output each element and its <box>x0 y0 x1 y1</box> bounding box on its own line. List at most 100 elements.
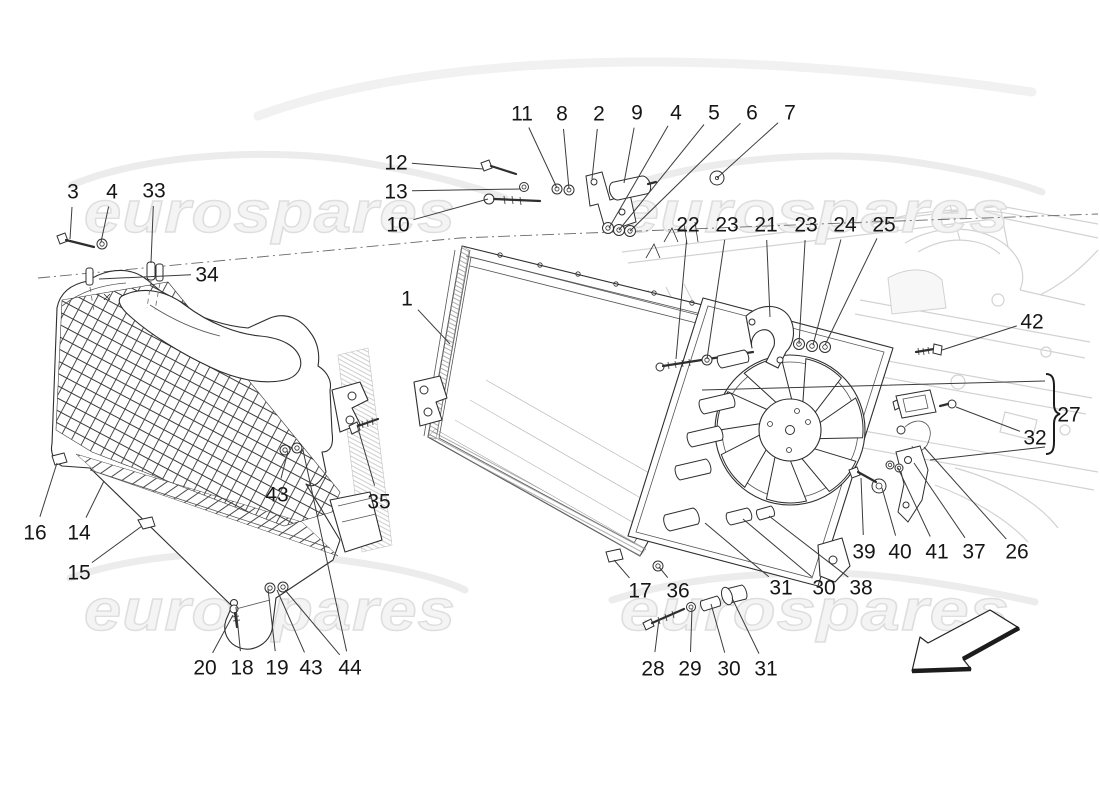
callout-label-43: 43 <box>265 484 288 507</box>
fan-bracket <box>745 305 795 369</box>
callout-label-15: 15 <box>67 562 90 585</box>
leader-line-25 <box>824 238 878 346</box>
callout-label-17: 17 <box>628 580 651 603</box>
leader-line-19 <box>267 588 276 652</box>
air-conveyor-drawing <box>50 263 341 650</box>
leader-line-29 <box>690 608 693 653</box>
locating-pin <box>155 263 164 282</box>
air-scoop <box>118 290 302 383</box>
bolt-28 <box>642 618 655 631</box>
radiator-drawing <box>413 221 773 572</box>
leader-lines <box>39 122 1021 656</box>
callout-label-1: 1 <box>401 288 413 311</box>
callout-label-13: 13 <box>384 181 407 204</box>
leader-line-18 <box>235 606 241 652</box>
callout-label-23: 23 <box>715 214 738 237</box>
centerline <box>37 213 1099 279</box>
direction-arrow <box>911 609 1021 674</box>
washer-29 <box>686 602 696 612</box>
standoff-group <box>655 338 831 532</box>
callout-label-16: 16 <box>23 522 46 545</box>
callout-label-18: 18 <box>230 657 253 680</box>
leader-line-23 <box>706 239 726 360</box>
callout-label-41: 41 <box>925 541 948 564</box>
washer-4 <box>96 238 108 250</box>
callout-label-32: 32 <box>1023 427 1046 450</box>
watermark-text: eurospares <box>620 578 1010 643</box>
watermark-text: eurospares <box>620 180 1010 245</box>
spacer-30b <box>700 595 721 612</box>
side-bracket-lower <box>329 491 383 553</box>
callout-label-42: 42 <box>1020 311 1043 334</box>
callout-label-11: 11 <box>511 103 533 126</box>
callout-label-33: 33 <box>142 180 165 203</box>
callout-label-31: 31 <box>754 658 777 681</box>
leader-line-43 <box>276 589 305 653</box>
leader-line-36 <box>658 566 669 579</box>
callout-label-43: 43 <box>299 657 322 680</box>
conveyor-fastener-group <box>51 417 380 629</box>
callout-label-23: 23 <box>794 214 817 237</box>
bolt-10-head <box>483 193 495 205</box>
leader-line-43 <box>280 450 289 479</box>
locating-pin <box>85 267 94 286</box>
watermark-bottom-right: eurospares <box>608 569 1039 644</box>
leader-line-35 <box>356 424 376 486</box>
callout-label-22: 22 <box>676 214 699 237</box>
leader-line-2 <box>591 128 598 180</box>
wire-plug <box>896 425 906 435</box>
leader-line-24 <box>812 239 842 346</box>
side-bracket-upper <box>331 381 369 433</box>
leader-line-9 <box>623 127 635 184</box>
leader-line-6 <box>629 122 741 232</box>
callout-label-12: 12 <box>384 152 407 175</box>
leader-line-15 <box>91 525 143 564</box>
washer-13 <box>519 182 529 192</box>
callout-label-31: 31 <box>769 577 792 600</box>
leader-line-17 <box>613 559 630 579</box>
callout-label-24: 24 <box>833 214 857 237</box>
callout-label-30: 30 <box>812 577 835 600</box>
chassis-background <box>253 57 1099 543</box>
grommet-16 <box>51 452 68 466</box>
fan-blades <box>716 357 864 504</box>
leader-line-26 <box>923 446 1007 540</box>
leader-line-4 <box>100 206 110 243</box>
watermark-top-right: eurospares <box>608 152 1046 246</box>
watermark-text: eurospares <box>84 180 456 245</box>
leader-line-16 <box>39 462 58 517</box>
leader-line-12 <box>411 162 484 170</box>
leader-line-31 <box>731 597 760 654</box>
callout-label-2: 2 <box>593 103 605 126</box>
callout-label-9: 9 <box>631 102 643 125</box>
lower-slats <box>75 453 339 557</box>
callout-label-28: 28 <box>641 658 664 681</box>
brace-27 <box>701 373 1061 461</box>
callout-label-20: 20 <box>193 657 216 680</box>
callout-label-44: 44 <box>338 657 362 680</box>
leader-line-34 <box>98 274 192 280</box>
callout-label-21: 21 <box>754 214 777 237</box>
spacer-24 <box>716 349 750 369</box>
callout-label-30: 30 <box>717 658 740 681</box>
callout-label-29: 29 <box>678 658 701 681</box>
leader-line-3 <box>69 206 73 240</box>
rubber-mount <box>608 175 652 201</box>
leader-line-20 <box>212 614 234 654</box>
leader-line-30 <box>710 603 726 653</box>
callout-label-7: 7 <box>784 102 796 125</box>
leader-line-13 <box>411 188 522 192</box>
bolt-39 <box>848 466 861 479</box>
left-bolt-group <box>56 232 156 309</box>
leader-line-39 <box>860 477 864 536</box>
callout-label-8: 8 <box>556 103 568 126</box>
callout-label-4: 4 <box>106 181 118 204</box>
callout-label-35: 35 <box>367 491 390 514</box>
lower-clip <box>605 548 624 563</box>
leader-line-7 <box>716 122 779 179</box>
leader-line-5 <box>618 124 705 231</box>
bolt-32 <box>947 399 957 409</box>
